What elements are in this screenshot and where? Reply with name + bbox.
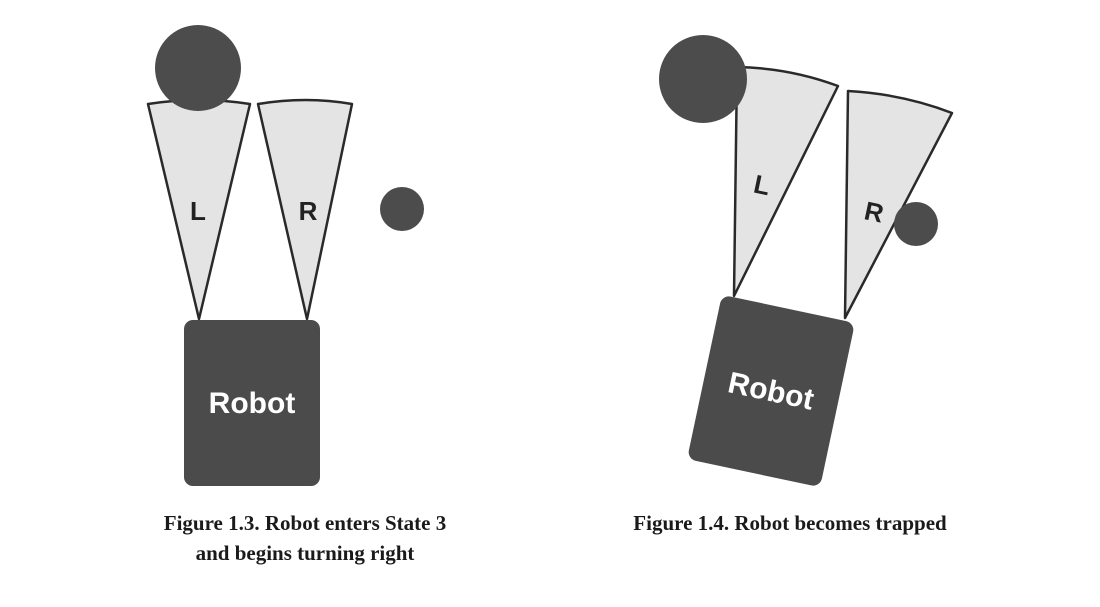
figure-1-3-caption-line-1: Figure 1.3. Robot enters State 3 [163, 511, 447, 535]
left-sensor-label: L [751, 169, 773, 202]
left-sensor-cone [732, 65, 840, 298]
right-sensor-cone [843, 89, 954, 320]
figure-1-4-caption: Figure 1.4. Robot becomes trapped [560, 508, 1020, 538]
obstacle-large [659, 35, 747, 123]
robot-body [184, 320, 320, 486]
right-sensor-label: R [299, 196, 318, 226]
figure-1-3-caption-line-2: and begins turning right [195, 541, 415, 565]
obstacle-small [380, 187, 424, 231]
figure-1-3: L R Robot [146, 25, 424, 486]
obstacle-small [894, 202, 938, 246]
robot-body [688, 296, 854, 486]
figure-1-4-caption-line-1: Figure 1.4. Robot becomes trapped [633, 511, 947, 535]
robot-label: Robot [209, 387, 296, 420]
figure-1-4: Robot L R [659, 35, 954, 486]
left-sensor-label: L [190, 196, 206, 226]
figure-1-3-caption: Figure 1.3. Robot enters State 3 and beg… [95, 508, 515, 568]
right-sensor-cone [256, 98, 354, 321]
obstacle-large [155, 25, 241, 111]
